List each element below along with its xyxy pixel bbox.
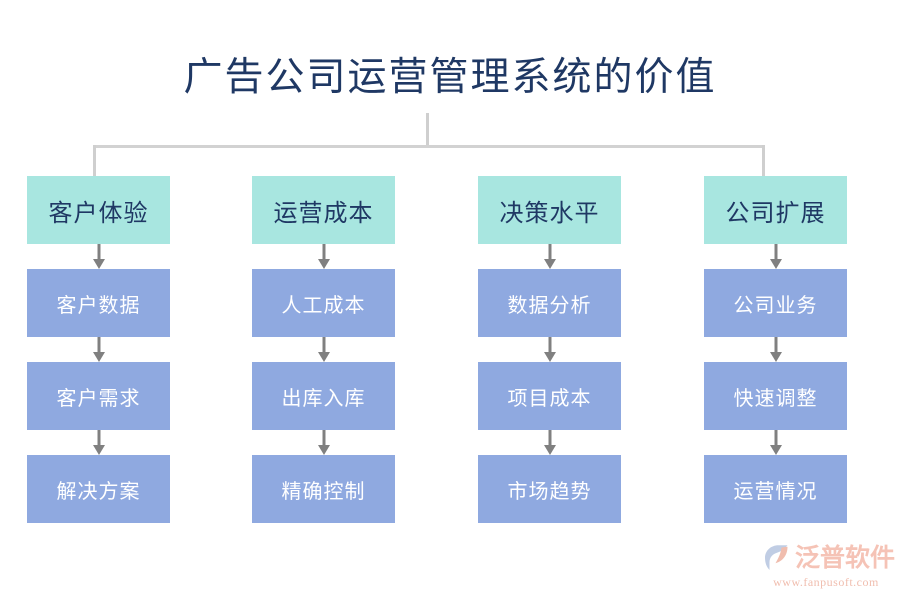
arrow-shaft xyxy=(774,430,777,447)
arrow-shaft xyxy=(97,337,100,354)
arrow-head-icon xyxy=(92,259,105,269)
node-box[interactable]: 解决方案 xyxy=(27,455,170,523)
column-1: 客户体验 客户数据 客户需求 解决方案 xyxy=(27,176,170,523)
node-box[interactable]: 公司业务 xyxy=(704,269,847,337)
node-box[interactable]: 出库入库 xyxy=(252,362,395,430)
arrow-4-1 xyxy=(704,337,847,362)
arrow-shaft xyxy=(548,337,551,354)
arrow-shaft xyxy=(322,430,325,447)
connector-title-stem xyxy=(426,113,429,148)
watermark-url: www.fanpusoft.com xyxy=(773,575,879,589)
arrow-shaft xyxy=(774,244,777,261)
node-box[interactable]: 市场趋势 xyxy=(478,455,621,523)
arrow-head-icon xyxy=(543,445,556,455)
arrow-shaft xyxy=(322,244,325,261)
column-header-2[interactable]: 运营成本 xyxy=(252,176,395,244)
node-box[interactable]: 快速调整 xyxy=(704,362,847,430)
arrow-head-icon xyxy=(543,352,556,362)
arrow-shaft xyxy=(322,337,325,354)
arrow-head-icon xyxy=(769,445,782,455)
column-2: 运营成本 人工成本 出库入库 精确控制 xyxy=(252,176,395,523)
arrow-shaft xyxy=(97,244,100,261)
node-box[interactable]: 人工成本 xyxy=(252,269,395,337)
node-box[interactable]: 数据分析 xyxy=(478,269,621,337)
node-box[interactable]: 运营情况 xyxy=(704,455,847,523)
node-box[interactable]: 精确控制 xyxy=(252,455,395,523)
arrow-1-2 xyxy=(27,430,170,455)
page-title: 广告公司运营管理系统的价值 xyxy=(183,56,717,99)
arrow-shaft xyxy=(548,430,551,447)
arrow-shaft xyxy=(774,337,777,354)
arrow-head-icon xyxy=(317,352,330,362)
watermark-row: 泛普软件 xyxy=(762,542,895,574)
arrow-2-2 xyxy=(252,430,395,455)
arrow-shaft xyxy=(97,430,100,447)
arrow-head-icon xyxy=(317,445,330,455)
column-4: 公司扩展 公司业务 快速调整 运营情况 xyxy=(704,176,847,523)
connector-drop-col4 xyxy=(762,145,765,176)
column-3: 决策水平 数据分析 项目成本 市场趋势 xyxy=(478,176,621,523)
arrow-head-icon xyxy=(769,352,782,362)
arrow-3-0 xyxy=(478,244,621,269)
arrow-4-2 xyxy=(704,430,847,455)
fanpu-logo-icon xyxy=(765,545,788,570)
connector-bus-line xyxy=(93,145,765,148)
arrow-1-1 xyxy=(27,337,170,362)
watermark-brand: 泛普软件 xyxy=(795,544,896,572)
arrow-shaft xyxy=(548,244,551,261)
column-header-3[interactable]: 决策水平 xyxy=(478,176,621,244)
arrow-head-icon xyxy=(92,445,105,455)
node-box[interactable]: 客户数据 xyxy=(27,269,170,337)
column-header-1[interactable]: 客户体验 xyxy=(27,176,170,244)
arrow-1-0 xyxy=(27,244,170,269)
watermark: 泛普软件 www.fanpusoft.com xyxy=(762,542,895,592)
node-box[interactable]: 客户需求 xyxy=(27,362,170,430)
arrow-head-icon xyxy=(769,259,782,269)
arrow-head-icon xyxy=(317,259,330,269)
arrow-head-icon xyxy=(543,259,556,269)
arrow-2-1 xyxy=(252,337,395,362)
arrow-3-1 xyxy=(478,337,621,362)
arrow-3-2 xyxy=(478,430,621,455)
column-header-4[interactable]: 公司扩展 xyxy=(704,176,847,244)
arrow-2-0 xyxy=(252,244,395,269)
arrow-4-0 xyxy=(704,244,847,269)
connector-drop-col1 xyxy=(93,145,96,176)
node-box[interactable]: 项目成本 xyxy=(478,362,621,430)
arrow-head-icon xyxy=(92,352,105,362)
